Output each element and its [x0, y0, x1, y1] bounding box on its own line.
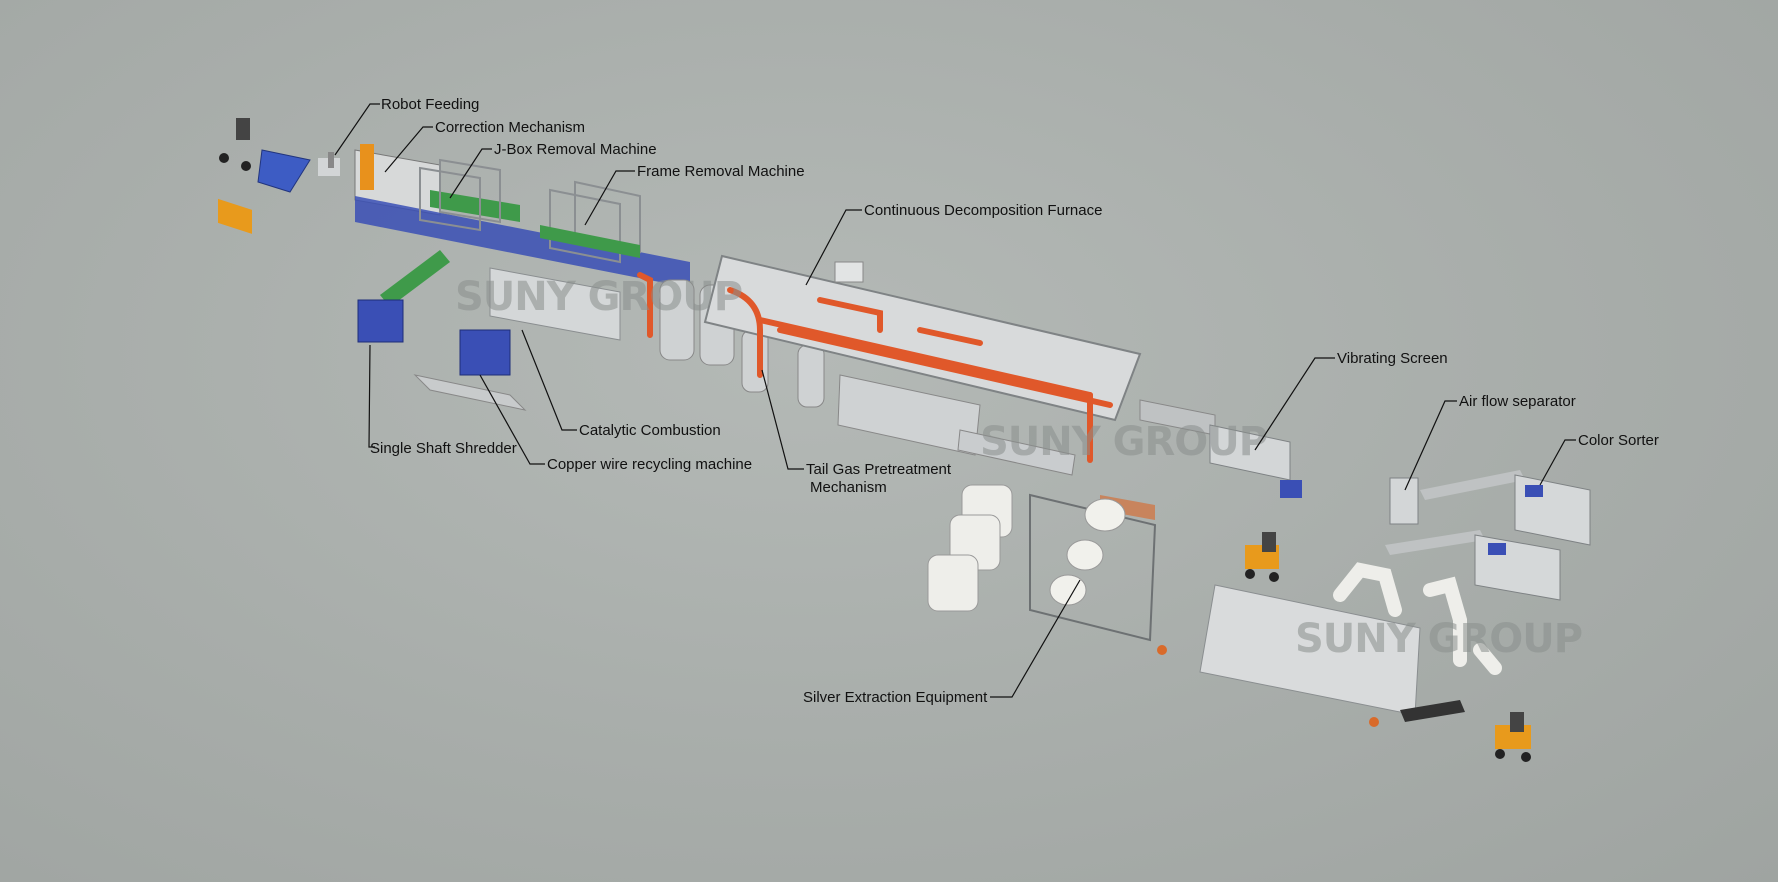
orange-piping [637, 272, 1113, 463]
vibrating-screen-motor [1280, 480, 1302, 498]
furnace-control-box [834, 261, 864, 283]
copper-wire-machine [459, 329, 511, 376]
label-catalytic-combustion: Catalytic Combustion [579, 422, 721, 439]
tail-gas-tank-2 [797, 344, 825, 408]
frame-removal-green [540, 225, 640, 258]
label-jbox-removal: J-Box Removal Machine [494, 141, 657, 158]
label-continuous-furnace: Continuous Decomposition Furnace [864, 202, 1103, 219]
jbox-conveyor-green [430, 190, 520, 222]
robot-feeding-unit [318, 152, 340, 176]
label-robot-feeding: Robot Feeding [381, 96, 480, 113]
label-air-flow-separator: Air flow separator [1459, 393, 1576, 410]
forklift-left [218, 118, 252, 234]
watermark-2: SUNY GROUP [980, 419, 1267, 465]
solar-panel-stack [257, 149, 311, 193]
color-sorter-2 [1474, 534, 1561, 601]
watermark-3: SUNY GROUP [1295, 616, 1582, 662]
furnace-lower-unit [837, 374, 981, 456]
label-correction-mechanism: Correction Mechanism [435, 119, 586, 136]
worker-1 [1157, 645, 1167, 655]
tail-gas-tank-1 [741, 329, 769, 393]
label-frame-removal: Frame Removal Machine [637, 163, 805, 180]
copper-base [413, 374, 527, 411]
color-sorter-1-conveyor [1420, 470, 1525, 500]
jbox-frame [419, 158, 501, 232]
single-shaft-shredder [357, 299, 404, 343]
forklift-middle [1245, 532, 1279, 582]
air-flow-separator [1389, 477, 1419, 525]
tail-gas-block [957, 429, 1076, 476]
label-tail-gas-line1: Tail Gas Pretreatment [806, 461, 952, 478]
shredder-green-conveyor [380, 250, 450, 307]
color-sorter-1-blue [1525, 485, 1543, 497]
blue-base-line [355, 196, 690, 288]
label-single-shaft-shredder: Single Shaft Shredder [370, 440, 517, 457]
storage-tanks [927, 484, 1013, 612]
white-ducts [1333, 562, 1502, 675]
label-vibrating-screen: Vibrating Screen [1337, 350, 1448, 367]
color-sorter-2-conveyor [1385, 530, 1485, 555]
label-tail-gas-line2: Mechanism [810, 479, 887, 496]
color-sorter-2-blue [1488, 543, 1506, 555]
worker-2 [1369, 717, 1379, 727]
forklift-right [1495, 712, 1531, 762]
output-conveyor [1400, 700, 1465, 722]
label-color-sorter: Color Sorter [1578, 432, 1659, 449]
reactor-tanks [1049, 498, 1126, 606]
catalytic-combustion-unit [489, 267, 621, 341]
leader-lines [334, 103, 1576, 698]
label-copper-wire-recycling: Copper wire recycling machine [547, 456, 753, 473]
watermark-1: SUNY GROUP [455, 274, 742, 320]
gas-tank-1 [659, 279, 695, 361]
correction-orange-frame [360, 144, 374, 190]
label-silver-extraction: Silver Extraction Equipment [803, 689, 988, 706]
